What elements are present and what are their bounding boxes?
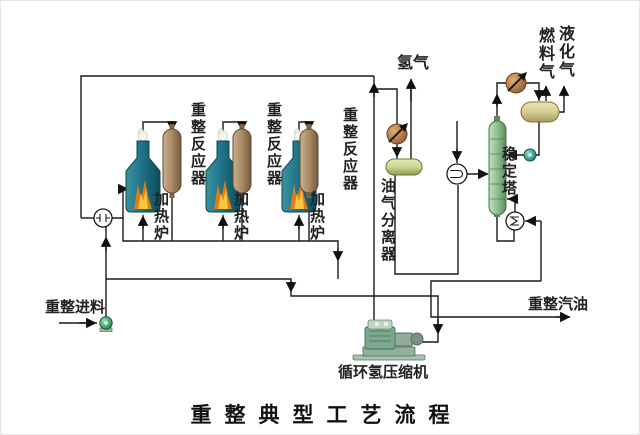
heat-exchanger-icon	[93, 208, 113, 228]
air-cooler-icon	[386, 123, 408, 145]
furnace-label-3: 加热炉	[308, 191, 326, 242]
reflux-drum-icon	[520, 101, 560, 123]
furnace-label-1: 加热炉	[152, 191, 170, 242]
air-cooler-icon	[505, 72, 527, 94]
reactor-label-1: 重整反应器	[189, 102, 207, 187]
gasoline-stream-label: 重整汽油	[528, 295, 589, 313]
furnace-label-2: 加热炉	[232, 191, 250, 242]
lpg-stream-label: 液化气	[556, 25, 575, 79]
diagram-title: 重整典型工艺流程	[190, 402, 463, 427]
stabilizer-column-icon	[488, 116, 507, 217]
compressor-icon	[352, 319, 426, 361]
compressor-label: 循环氢压缩机	[338, 363, 429, 381]
heat-exchanger-icon	[446, 163, 468, 185]
pump-icon	[523, 148, 537, 162]
pump-icon	[99, 316, 113, 332]
flow-arrows	[79, 78, 571, 335]
reboiler-icon	[505, 211, 525, 231]
reactor-label-3: 重整反应器	[341, 107, 359, 192]
separator-drum-icon	[385, 158, 423, 176]
reactor-label-2: 重整反应器	[265, 102, 283, 187]
stabilizer-label: 稳定塔	[500, 146, 518, 197]
feed-stream-label: 重整进料	[45, 298, 106, 316]
separator-label: 油气分离器	[379, 178, 397, 263]
hydrogen-stream-label: 氢气	[397, 53, 430, 72]
fuel-gas-stream-label: 燃料气	[536, 27, 555, 81]
reactor-icon	[162, 124, 319, 198]
